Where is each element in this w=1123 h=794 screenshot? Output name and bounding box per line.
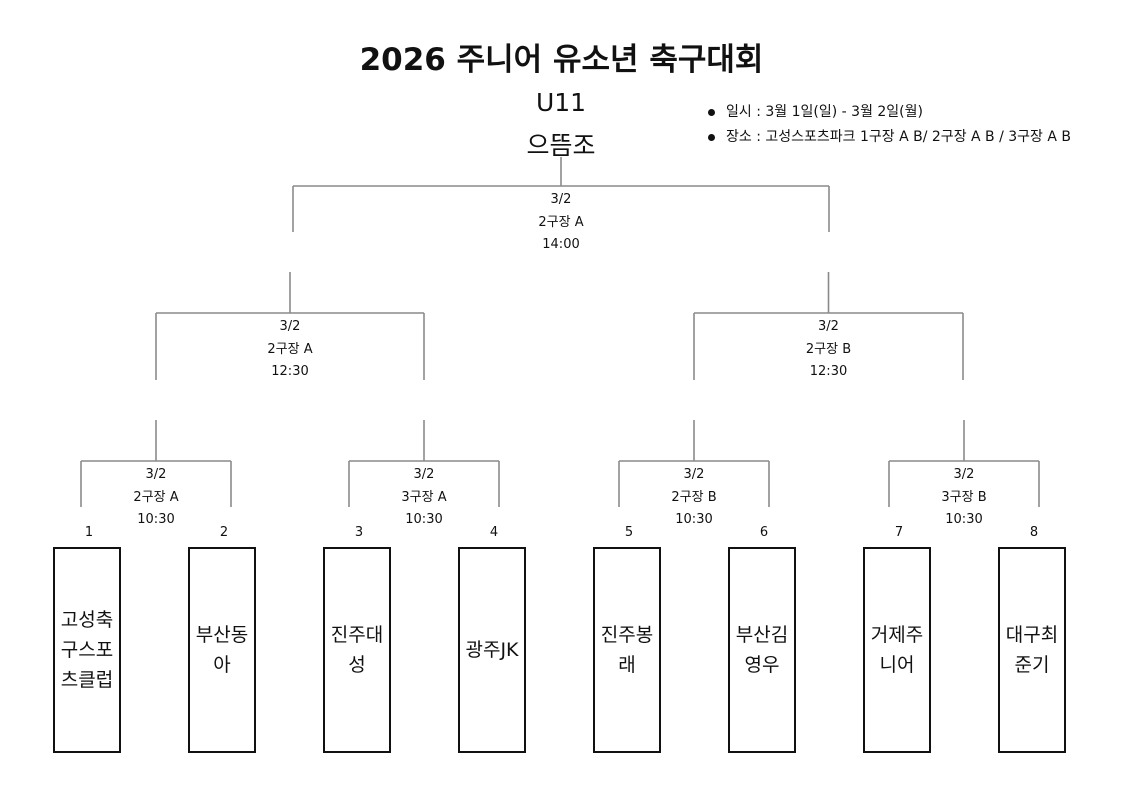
match-date: 3/2 [279,319,301,334]
event-venue: 장소 : 고성스포츠파크 1구장 A B/ 2구장 A B / 3구장 A B [706,125,1071,150]
match-field: 2구장 A [267,341,313,357]
team-seed: 7 [894,525,904,540]
team-seed: 1 [84,525,94,540]
match-date: 3/2 [550,192,572,207]
quarterfinal-match: 3/2 2구장 A 10:30 [96,464,216,532]
team-box: 부산김영우 [728,547,796,753]
match-date: 3/2 [145,467,167,482]
team-seed: 8 [1029,525,1039,540]
team-seed: 3 [354,525,364,540]
team-seed: 4 [489,525,499,540]
quarterfinal-match: 3/2 3구장 A 10:30 [364,464,484,532]
team-box: 대구최준기 [998,547,1066,753]
team-box: 진주대성 [323,547,391,753]
match-time: 10:30 [405,512,443,527]
match-time: 10:30 [945,512,983,527]
team-box: 광주JK [458,547,526,753]
match-date: 3/2 [413,467,435,482]
match-field: 2구장 B [805,341,852,357]
team-seed: 2 [219,525,229,540]
team-box: 거제주니어 [863,547,931,753]
match-field: 2구장 A [538,214,584,230]
event-date: 일시 : 3월 1일(일) - 3월 2일(월) [706,100,1071,125]
semifinal-match: 3/2 2구장 B 12:30 [769,316,889,384]
match-field: 2구장 B [671,489,717,505]
tournament-title: 2026 주니어 유소년 축구대회 [359,42,764,78]
match-field: 3구장 A [401,489,447,505]
team-box: 고성축구스포츠클럽 [53,547,121,753]
division-label: U11 [535,88,587,117]
team-box: 부산동아 [188,547,256,753]
match-time: 12:30 [809,364,848,379]
match-time: 10:30 [137,512,175,527]
match-date: 3/2 [683,467,705,482]
match-field: 3구장 B [941,489,987,505]
event-info: 일시 : 3월 1일(일) - 3월 2일(월) 장소 : 고성스포츠파크 1구… [706,100,1071,150]
quarterfinal-match: 3/2 3구장 B 10:30 [904,464,1024,532]
match-date: 3/2 [818,319,839,334]
match-date: 3/2 [953,467,975,482]
team-box: 진주봉래 [593,547,661,753]
match-field: 2구장 A [133,489,179,505]
final-match: 3/2 2구장 A 14:00 [501,189,621,257]
match-time: 10:30 [675,512,713,527]
match-time: 14:00 [542,237,580,252]
team-seed: 5 [624,525,634,540]
match-time: 12:30 [271,364,309,379]
quarterfinal-match: 3/2 2구장 B 10:30 [634,464,754,532]
semifinal-match: 3/2 2구장 A 12:30 [230,316,350,384]
group-label: 으뜸조 [526,131,596,160]
team-seed: 6 [759,525,769,540]
